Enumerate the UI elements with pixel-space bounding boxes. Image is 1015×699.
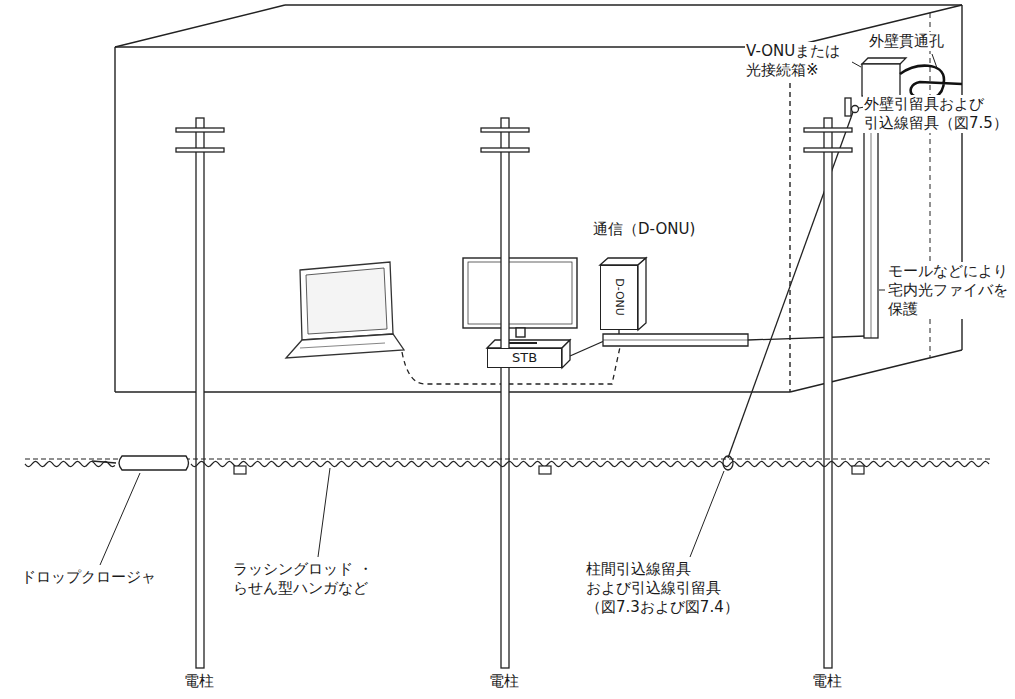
cable-hanger (852, 466, 864, 474)
d-onu-box-sides (638, 258, 646, 330)
callout-label: ラッシングロッド ・らせん型ハンガなど (232, 560, 388, 598)
drop-wire (728, 112, 853, 458)
stb-box-sides (487, 340, 570, 368)
utility-pole (176, 118, 852, 668)
monitor (516, 328, 525, 337)
drop-closure (92, 456, 189, 470)
utility-pole (804, 148, 852, 152)
house-outline (285, 4, 962, 5)
leader-line (100, 54, 937, 565)
stb-box: STB (487, 348, 562, 368)
stb-box-sides (487, 340, 570, 348)
house-outline (789, 47, 790, 392)
molding (603, 340, 748, 341)
stb-box-sides (505, 342, 537, 344)
callout-label: 外壁引留具および 引込線留具（図7.5） (863, 95, 1013, 133)
house-outline (115, 5, 962, 392)
cables-indoor (570, 341, 604, 356)
utility-pole (176, 128, 224, 132)
house-outline (114, 47, 115, 392)
box-text: D-ONU (613, 279, 625, 317)
house-outline (115, 391, 790, 392)
lashing-cable (191, 461, 989, 466)
leader-line (100, 473, 140, 565)
callout-label: 柱間引込線留具 および引込線引留具 （図7.3および図7.4） (585, 560, 744, 617)
laptop (286, 334, 404, 358)
v-onu-box (862, 58, 906, 96)
molding (871, 100, 872, 338)
pole-label: 電柱 (811, 672, 847, 691)
monitor (463, 258, 577, 328)
molding (603, 334, 748, 346)
drop-closure (119, 456, 189, 470)
d-onu-box-sides (600, 258, 646, 330)
utility-pole (804, 128, 852, 132)
utility-pole (481, 128, 529, 132)
leader-line (932, 54, 937, 68)
cables-indoor (402, 347, 620, 384)
laptop (286, 262, 404, 358)
leader-line (879, 290, 885, 291)
cables-indoor (402, 330, 866, 384)
stb-box-sides (562, 340, 570, 368)
cable-hanger (539, 466, 551, 474)
cable-hanger (234, 466, 864, 474)
pole-label: 電柱 (488, 672, 524, 691)
callout-label: 通信（D-ONU) (592, 220, 701, 239)
monitor (468, 262, 572, 324)
house-outline (115, 5, 285, 47)
utility-pole (196, 118, 204, 668)
utility-pole (481, 148, 529, 152)
box-text: STB (512, 351, 537, 365)
drop-closure (92, 461, 116, 463)
callout-label: 外壁貫通孔 (868, 32, 949, 51)
molding (864, 100, 878, 338)
laptop (306, 268, 387, 334)
callout-label: ドロップクロージャ (20, 568, 161, 587)
cables-indoor (748, 336, 866, 340)
wall-anchor (845, 98, 851, 116)
v-onu-box (862, 64, 900, 96)
house-outline (115, 46, 790, 47)
cable-hanger (234, 466, 246, 474)
wall-anchor (852, 106, 859, 113)
wall-anchor (845, 98, 859, 116)
leader-line (318, 468, 330, 557)
pole-label: 電柱 (183, 672, 219, 691)
v-onu-box (862, 58, 906, 64)
laptop (300, 262, 393, 340)
utility-pole (501, 118, 509, 668)
leader-line (852, 62, 861, 67)
callout-label: V-ONUまたは 光接続箱※ (745, 42, 846, 80)
laptop (300, 343, 385, 348)
monitor (463, 258, 577, 337)
drop-wire (723, 112, 853, 470)
utility-pole (824, 118, 832, 668)
lashing-cable (25, 461, 115, 466)
d-onu-box: D-ONU (600, 265, 638, 330)
callout-label: モールなどにより 宅内光ファイバを 保護 (887, 262, 1013, 319)
house-outline (790, 350, 962, 392)
utility-pole (176, 148, 224, 152)
leader-line (690, 471, 724, 557)
